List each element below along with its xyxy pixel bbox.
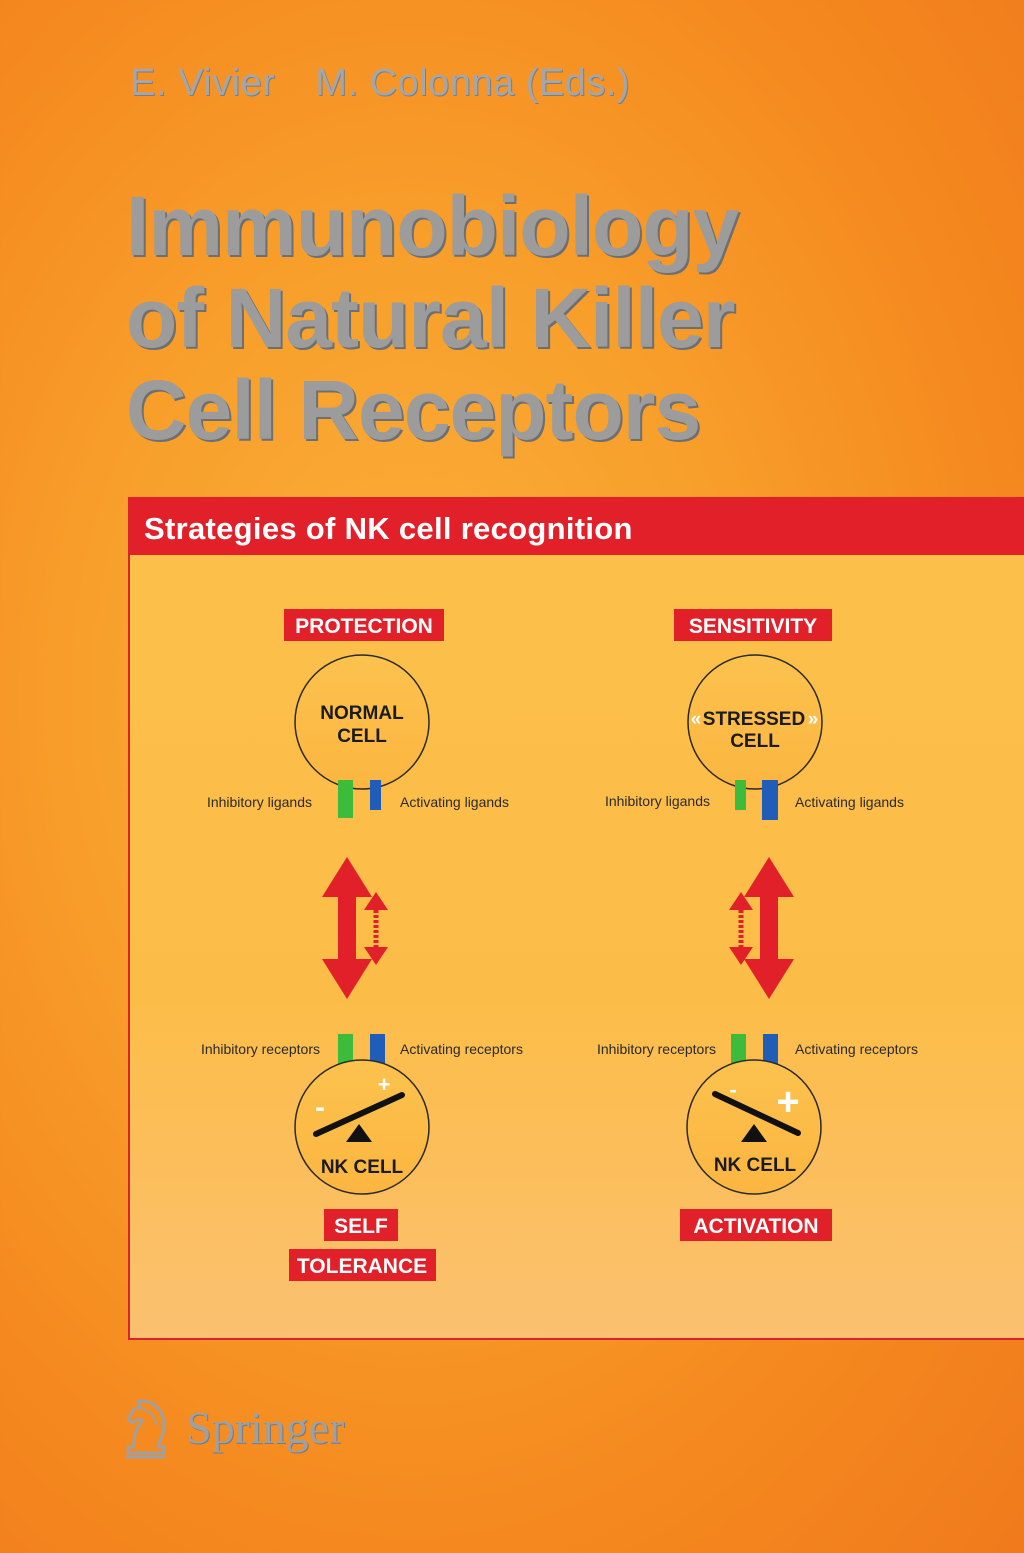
- tolerance-tag: [289, 1249, 436, 1281]
- plus-sign-right: +: [776, 1080, 799, 1124]
- normal-cell-label-1: NORMAL: [320, 703, 404, 724]
- figure-heading-bar: Strategies of NK cell recognition: [130, 497, 1024, 555]
- activating-ligand: [370, 780, 381, 810]
- publisher: Springer: [118, 1395, 344, 1459]
- publisher-name: Springer: [186, 1401, 345, 1453]
- quote-open: «: [691, 709, 702, 730]
- double-arrow-large-right: [744, 857, 794, 999]
- sensitivity-tag: [674, 609, 832, 641]
- nk-cell-left: [294, 1059, 430, 1195]
- minus-sign: -: [315, 1091, 325, 1124]
- sensitivity-label: SENSITIVITY: [689, 615, 817, 638]
- figure-panel: Strategies of NK cell recognition PROTEC…: [128, 497, 1024, 1340]
- author-2: M. Colonna (Eds.): [315, 62, 631, 104]
- double-arrow-large: [322, 857, 372, 999]
- inhibitory-receptors-label-right: Inhibitory receptors: [597, 1041, 716, 1057]
- left-column: PROTECTION NORMAL CELL Inhibitory ligand…: [201, 609, 523, 1281]
- self-tag: [324, 1209, 398, 1241]
- authors: E. Vivier M. Colonna (Eds.): [130, 62, 670, 105]
- activating-receptors-label-right: Activating receptors: [795, 1041, 918, 1057]
- inhibitory-ligand-right: [735, 780, 746, 810]
- activating-ligands-label: Activating ligands: [400, 794, 509, 810]
- figure-heading: Strategies of NK cell recognition: [144, 511, 633, 546]
- double-arrow-small-dotted: [364, 892, 388, 965]
- minus-sign-right: -: [729, 1077, 736, 1102]
- inhibitory-ligand: [338, 780, 353, 818]
- seesaw-icon-right: [712, 1091, 801, 1142]
- double-arrow-small-dotted-right: [729, 892, 753, 965]
- tolerance-label: TOLERANCE: [297, 1255, 427, 1278]
- inhibitory-receptors-label: Inhibitory receptors: [201, 1041, 320, 1057]
- inhibitory-ligands-label-right: Inhibitory ligands: [605, 793, 710, 809]
- activation-label: ACTIVATION: [693, 1215, 818, 1238]
- recognition-diagram: PROTECTION NORMAL CELL Inhibitory ligand…: [201, 609, 918, 1281]
- protection-label: PROTECTION: [295, 615, 433, 638]
- book-title: Immunobiology of Natural Killer Cell Rec…: [126, 179, 739, 457]
- right-column: SENSITIVITY « STRESSED » CELL Inhibitory…: [597, 609, 918, 1241]
- title-line-2: of Natural Killer: [126, 271, 735, 365]
- springer-knight-logo: [126, 1399, 166, 1459]
- activating-receptors-label: Activating receptors: [400, 1041, 523, 1057]
- stressed-cell-label-2: CELL: [730, 731, 780, 752]
- stressed-cell-label-1: STRESSED: [703, 709, 805, 730]
- plus-sign: +: [378, 1072, 391, 1097]
- seesaw-icon: [313, 1092, 405, 1142]
- quote-close: »: [808, 709, 819, 730]
- normal-cell-label-2: CELL: [337, 726, 387, 747]
- self-label: SELF: [334, 1215, 388, 1238]
- title-line-3: Cell Receptors: [126, 363, 701, 457]
- protection-tag: [284, 609, 444, 641]
- normal-cell: [294, 654, 430, 790]
- inhibitory-ligands-label: Inhibitory ligands: [207, 794, 312, 810]
- stressed-cell: [687, 654, 823, 790]
- author-1: E. Vivier: [130, 62, 276, 104]
- activating-ligand-right: [762, 780, 778, 820]
- activation-tag: [680, 1209, 832, 1241]
- title-line-1: Immunobiology: [126, 179, 739, 273]
- activating-ligands-label-right: Activating ligands: [795, 794, 904, 810]
- nk-cell-left-label: NK CELL: [321, 1157, 404, 1178]
- nk-cell-right-label: NK CELL: [714, 1155, 797, 1176]
